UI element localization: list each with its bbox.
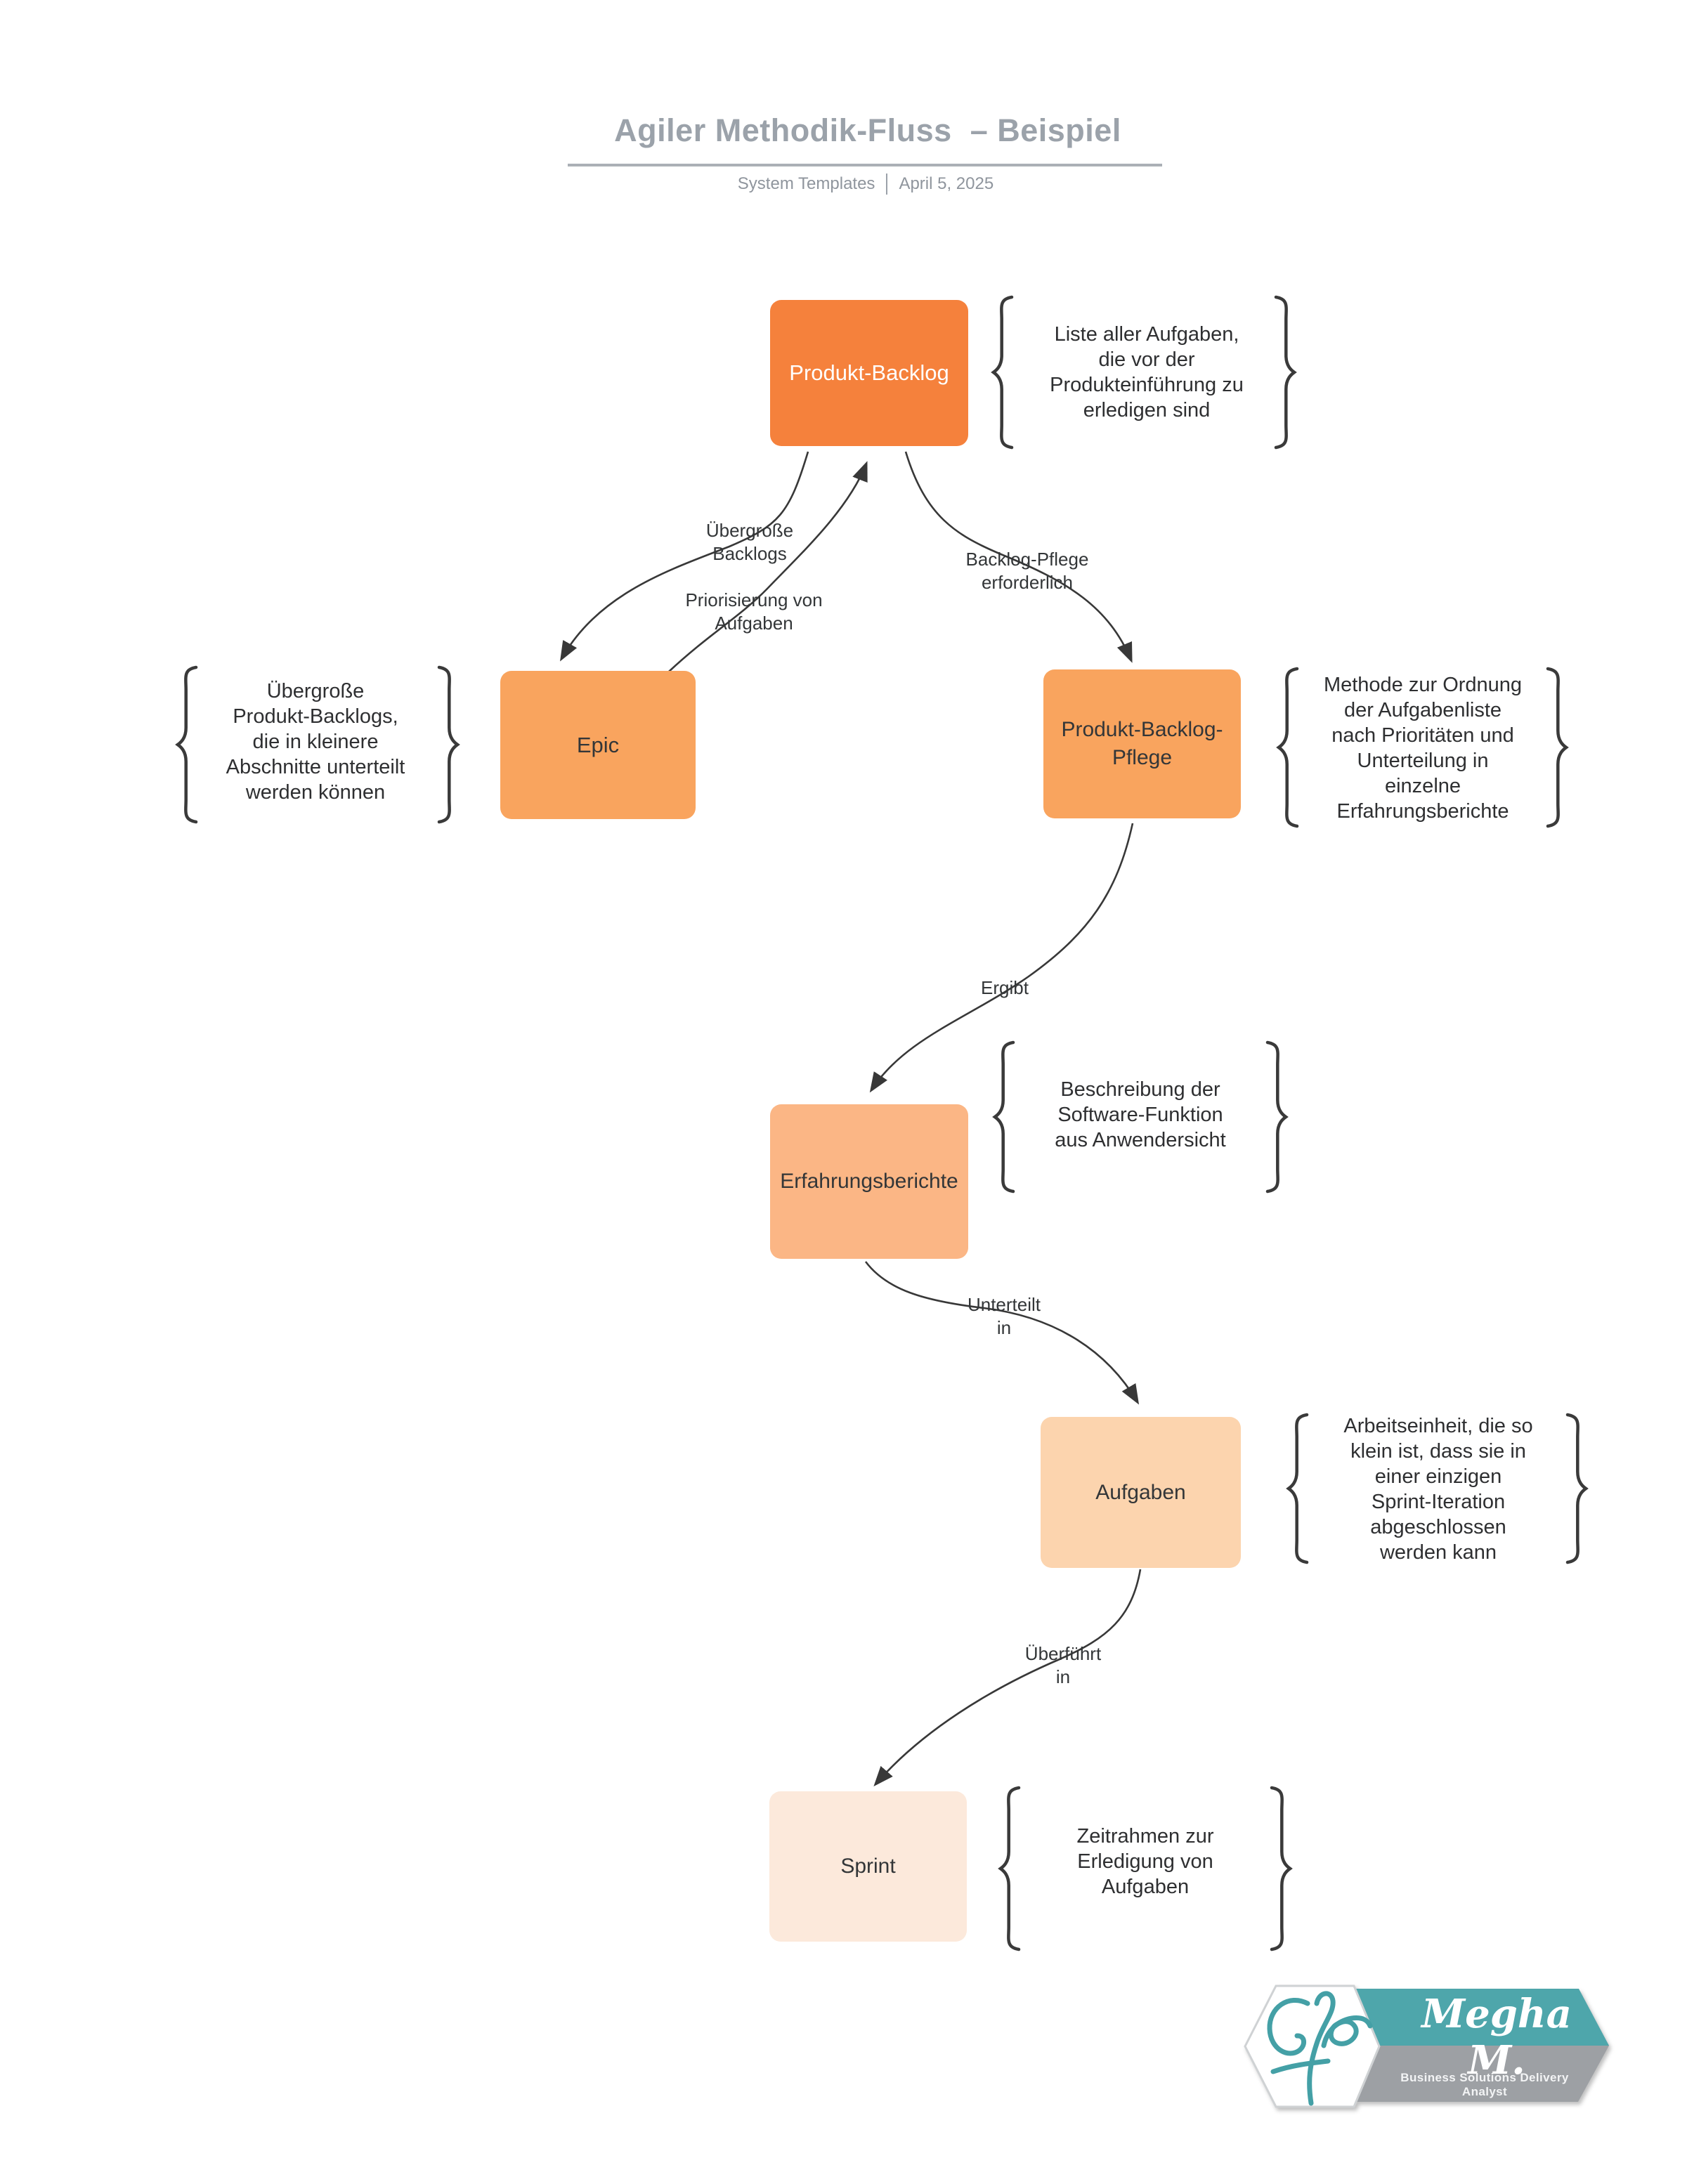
title-underline <box>568 164 1162 166</box>
edge-aufgaben-to-sprint <box>873 1569 1142 1787</box>
subtitle: System Templates April 5, 2025 <box>549 174 1182 195</box>
brand-label: System Templates <box>737 174 875 193</box>
node-produkt-backlog-pflege[interactable]: Produkt-Backlog- Pflege <box>1043 669 1241 818</box>
edge-label-uebergrosse-backlogs: Übergroße Backlogs <box>705 520 794 564</box>
annotation-produkt-backlog-pflege: Methode zur Ordnung der Aufgabenliste na… <box>1323 674 1523 823</box>
logo-tagline: Business Solutions Delivery Analyst <box>1400 2071 1569 2098</box>
brace-right <box>1546 667 1569 828</box>
brace-right <box>1274 295 1297 450</box>
node-produkt-backlog[interactable]: Produkt-Backlog <box>770 300 968 446</box>
logo-hexagon <box>1244 1984 1381 2108</box>
brace-left <box>1276 667 1299 828</box>
edge-label-unterteilt-in: Unterteilt in <box>967 1294 1041 1338</box>
edge-label-backlog-pflege: Backlog-Pflege erforderlich <box>965 549 1089 593</box>
brace-left <box>991 295 1014 450</box>
signature-monogram-icon <box>1267 1991 1373 2106</box>
brace-left <box>998 1786 1021 1951</box>
edge-produkt-backlog-to-pflege <box>904 451 1133 663</box>
annotation-aufgaben: Arbeitseinheit, die so klein ist, dass s… <box>1343 1415 1533 1564</box>
edge-pflege-to-erfahrungsberichte <box>869 823 1134 1093</box>
logo-teal-band <box>1338 1989 1609 2046</box>
annotation-epic: Übergroße Produkt-Backlogs, die in klein… <box>226 680 405 804</box>
brace-right <box>1270 1786 1293 1951</box>
edge-produkt-backlog-to-epic <box>560 451 809 662</box>
brace-right <box>1565 1413 1589 1564</box>
brace-left <box>1286 1413 1309 1564</box>
subtitle-divider <box>886 174 888 195</box>
brace-left <box>992 1040 1015 1194</box>
date-label: April 5, 2025 <box>899 174 994 193</box>
brace-right <box>1265 1040 1289 1194</box>
node-erfahrungsberichte[interactable]: Erfahrungsberichte <box>770 1104 968 1259</box>
annotation-produkt-backlog: Liste aller Aufgaben, die vor der Produk… <box>1050 323 1244 421</box>
annotation-erfahrungsberichte: Beschreibung der Software-Funktion aus A… <box>1055 1078 1226 1151</box>
logo-gray-band <box>1338 2046 1609 2102</box>
logo-badge <box>1244 1984 1609 2108</box>
page-title: Agiler Methodik-Fluss – Beispiel <box>614 112 1121 148</box>
edge-label-ergibt: Ergibt <box>981 977 1029 998</box>
edge-epic-to-produkt-backlog <box>668 461 868 672</box>
brace-left <box>175 665 198 824</box>
edge-erfahrungsberichte-to-aufgaben <box>864 1261 1140 1405</box>
annotation-sprint: Zeitrahmen zur Erledigung von Aufgaben <box>1076 1825 1214 1898</box>
logo-name: Megha M. <box>1421 1991 1572 2084</box>
edge-label-priorisierung: Priorisierung von Aufgaben <box>685 589 823 634</box>
annotation-braces <box>175 295 1589 1951</box>
brace-right <box>437 665 460 824</box>
node-sprint[interactable]: Sprint <box>769 1791 967 1942</box>
node-epic[interactable]: Epic <box>500 671 696 819</box>
edge-label-ueberfuehrt-in: Überführt in <box>1024 1643 1102 1687</box>
node-aufgaben[interactable]: Aufgaben <box>1041 1417 1241 1568</box>
